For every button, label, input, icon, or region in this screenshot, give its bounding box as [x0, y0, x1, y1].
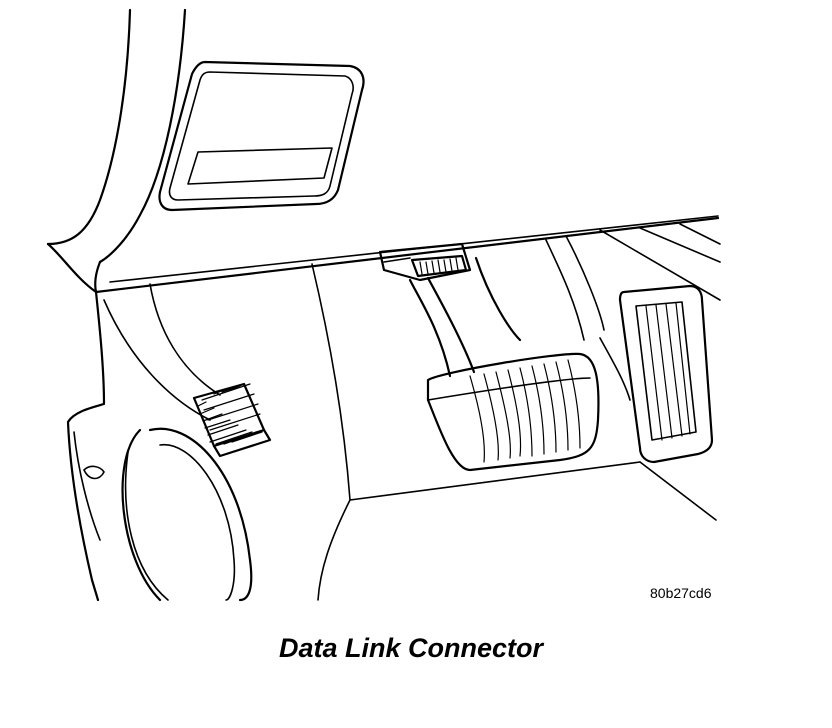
data-link-connector: [378, 242, 472, 282]
right-dash: [599, 223, 721, 301]
dash-edge: [94, 215, 720, 294]
dash-pillar: [46, 8, 187, 294]
footwell: [311, 263, 717, 601]
figure-caption: Data Link Connector: [278, 633, 544, 663]
air-vent: [158, 60, 365, 212]
brake-pedal: [408, 235, 605, 472]
figure-id-label: 80b27cd6: [650, 585, 712, 601]
hatched-pad: [192, 382, 272, 458]
kick-panel: [66, 283, 253, 602]
accelerator-pedal: [599, 284, 714, 464]
